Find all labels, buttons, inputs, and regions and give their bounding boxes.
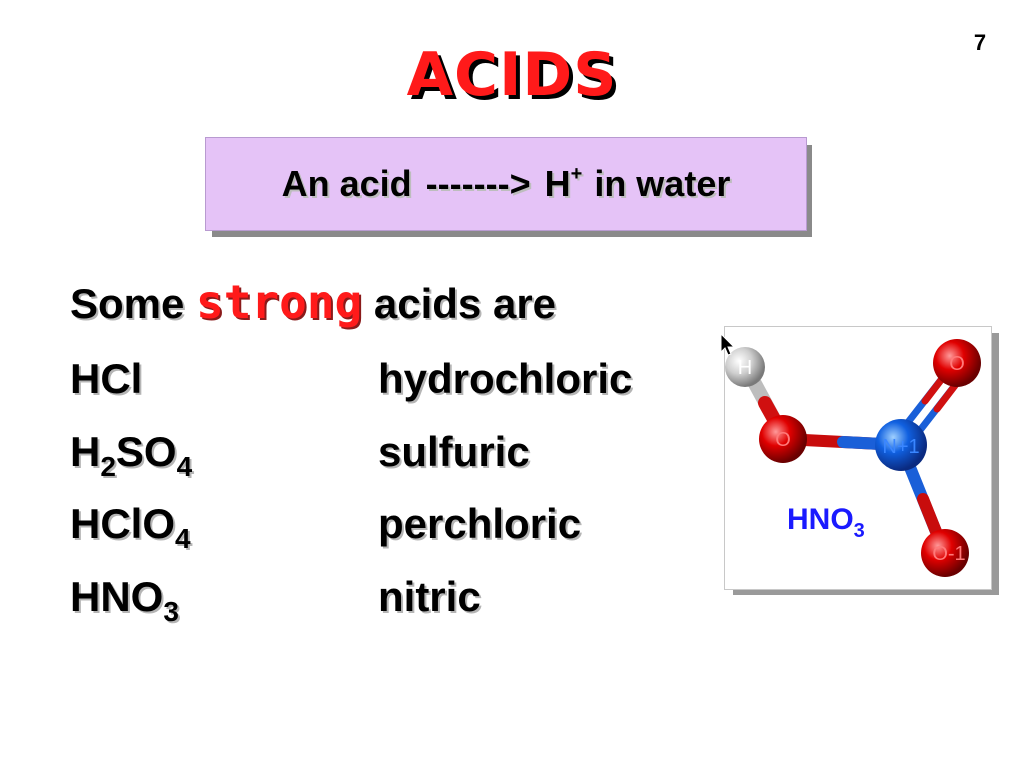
acid-name: perchloric <box>378 500 582 547</box>
formula-subscript: 4 <box>176 451 193 482</box>
definition-ion-charge: + <box>570 163 583 185</box>
hno3-molecule-model: H O N+1 O O-1 HNO3 <box>725 339 981 577</box>
hydrogen-atom <box>725 347 765 387</box>
acid-name: hydrochloric <box>378 355 633 402</box>
acid-name: nitric <box>378 573 481 620</box>
formula-subscript: 2 <box>100 451 116 482</box>
page-number: 7 <box>973 30 987 55</box>
definition-prefix: An acid <box>281 163 412 204</box>
acid-formula: H2SO4 <box>70 428 192 483</box>
molecule-caption: HNO3 <box>787 503 865 542</box>
intro-line: Some strong acids are <box>70 275 556 329</box>
definition-ion-symbol: H <box>544 163 571 204</box>
formula-subscript: 3 <box>163 596 179 627</box>
acid-row-hclo4: HClO4 perchloric <box>70 500 710 560</box>
hydrogen-label: H <box>738 357 752 379</box>
oxygen-atom-single <box>921 529 969 577</box>
intro-before: Some <box>70 280 185 327</box>
molecule-caption-subscript: 3 <box>854 520 865 542</box>
formula-text: HNO <box>70 573 164 620</box>
intro-emphasis: strong <box>196 275 363 329</box>
nitrogen-atom <box>875 419 927 471</box>
acid-row-hno3: HNO3 nitric <box>70 573 710 633</box>
acid-row-h2so4: H2SO4 sulfuric <box>70 428 710 488</box>
definition-box: An acid -------> H+ in water <box>205 137 807 231</box>
formula-text: HClO <box>70 500 175 547</box>
oxygen-atom-hydroxyl <box>759 415 807 463</box>
acid-formula: HNO3 <box>70 573 179 628</box>
acid-name: sulfuric <box>378 428 530 475</box>
intro-after: acids are <box>373 280 557 327</box>
mouse-pointer-icon <box>720 333 736 356</box>
acid-formula: HCl <box>70 355 142 403</box>
formula-subscript: 4 <box>175 523 191 554</box>
molecule-panel: H O N+1 O O-1 HNO3 <box>724 326 992 590</box>
definition-arrow: -------> <box>425 163 531 204</box>
acid-row-hcl: HCl hydrochloric <box>70 355 710 415</box>
definition-ion: H+ <box>545 163 583 205</box>
formula-text: H <box>70 428 101 475</box>
molecule-caption-main: HNO <box>787 503 854 536</box>
formula-text: SO <box>115 428 177 475</box>
oxygen-atom-double <box>933 339 981 387</box>
definition-suffix: in water <box>594 163 731 204</box>
slide-title: ACIDS <box>406 40 618 110</box>
oxygen-double-label: O <box>949 353 965 375</box>
formula-text: HCl <box>70 355 143 402</box>
oxygen-hydroxyl-label: O <box>775 429 791 451</box>
oxygen-single-label: O-1 <box>932 543 965 565</box>
acid-formula: HClO4 <box>70 500 191 555</box>
nitrogen-label: N+1 <box>882 436 919 458</box>
